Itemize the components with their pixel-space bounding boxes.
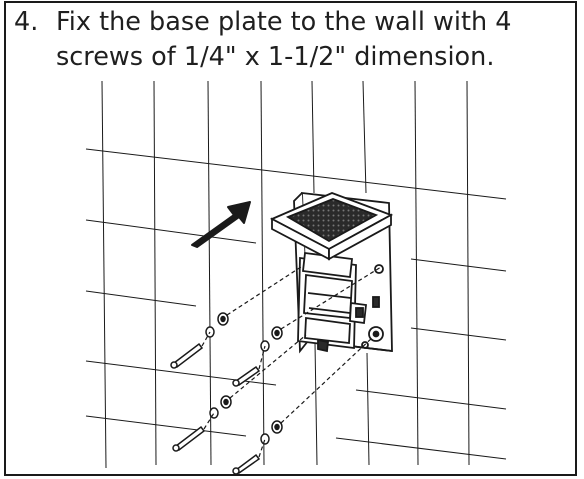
step-text: Fix the base plate to the wall with 4 sc… [56, 7, 512, 72]
screws [170, 342, 261, 474]
base-plate-wall-mounting-diagram [85, 80, 507, 474]
washers [205, 312, 283, 445]
solar-top-cover [269, 192, 394, 261]
alignment-lines [201, 264, 382, 458]
instruction-step: 4. Fix the base plate to the wall with 4… [14, 5, 564, 75]
instruction-panel: 4. Fix the base plate to the wall with 4… [4, 1, 577, 476]
step-number: 4. [14, 7, 39, 37]
device-body [297, 251, 367, 353]
direction-arrow-icon [191, 201, 251, 248]
wall-grid [85, 80, 507, 469]
